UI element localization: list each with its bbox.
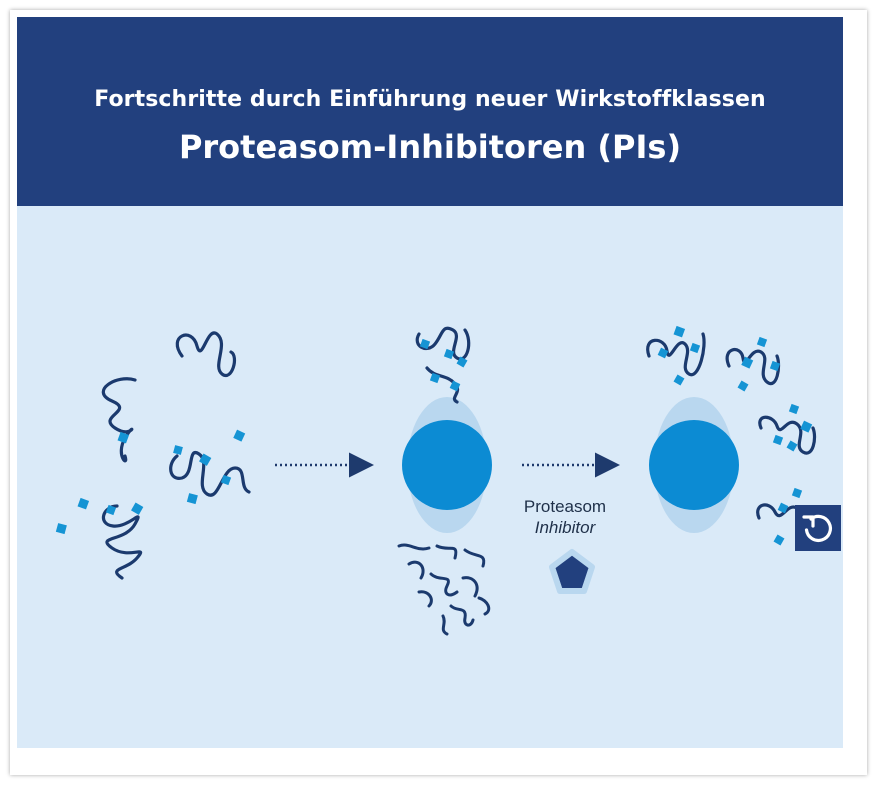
header-banner: Fortschritte durch Einführung neuer Wirk…: [17, 17, 843, 206]
header-title: Proteasom-Inhibitoren (PIs): [178, 128, 682, 166]
inhibitor-label-line2: Inhibitor: [534, 518, 596, 537]
protein-strand: [101, 377, 137, 463]
pentagon-inhibitor-icon: [549, 549, 595, 594]
reset-button[interactable]: [795, 505, 841, 551]
diagram-stage: Proteasom Inhibitor: [17, 206, 843, 748]
header-subtitle: Fortschritte durch Einführung neuer Wirk…: [94, 87, 766, 112]
protein-strand: [169, 450, 251, 497]
ubiquitin-tags: [55, 429, 246, 535]
protein-strand: [175, 331, 236, 378]
diagram-canvas: [55, 325, 820, 636]
proteasome-active: [402, 397, 492, 533]
ubiquitin-tags: [419, 338, 468, 392]
ubiquitinated-proteins-group: [101, 331, 251, 580]
ubiquitin-tags: [657, 325, 813, 546]
proteasome-inhibited: [649, 397, 739, 533]
inhibitor-label: Proteasom Inhibitor: [495, 496, 635, 538]
protein-strand: [101, 504, 143, 580]
inhibitor-label-line1: Proteasom: [523, 497, 607, 516]
degraded-peptide-fragments: [397, 543, 491, 636]
reset-icon: [802, 514, 832, 543]
